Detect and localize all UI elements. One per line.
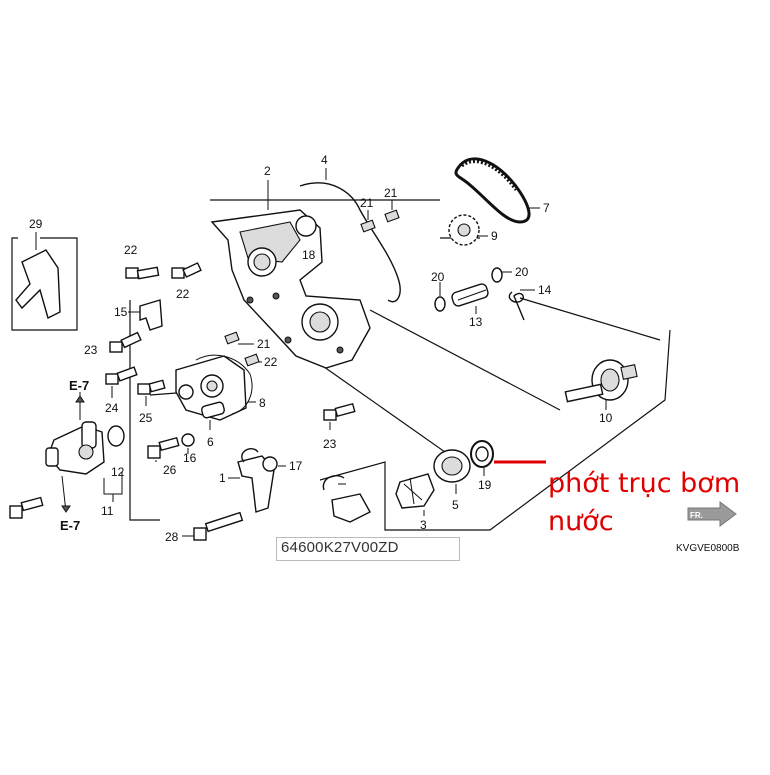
bolt-26: 28 [165,511,244,544]
reference-e7-top: E-7 [69,378,89,393]
bolt-left [9,496,44,519]
callout-10: 10 [599,411,613,425]
callout-16: 16 [183,451,197,465]
clip-14: 14 [508,283,552,321]
gasket-4: 4 [299,153,401,303]
callout-23-a: 23 [84,343,98,357]
callout-12: 12 [111,465,125,479]
callout-22-b: 22 [176,287,190,301]
callout-19: 19 [478,478,492,492]
hose-joint-11: 12 11 [45,421,125,518]
bracket-15: 15 [114,299,163,331]
callout-9: 9 [491,229,498,243]
callout-13: 13 [469,315,483,329]
main-housing-2: 2 [210,164,371,369]
callout-3: 3 [420,518,427,532]
callout-21-c: 21 [257,337,271,351]
callout-20-a: 20 [431,270,445,284]
bolt-22-b: 22 [171,262,202,301]
impeller-3: 3 [395,473,435,532]
bolt-22-a: 22 [124,243,160,280]
diagram-code: KVGVE0800B [676,543,740,554]
sensor-28 [322,474,371,523]
pump-cover-8: 8 [175,354,266,421]
washer-16: 16 [181,433,197,465]
bracket-1: 1 17 [219,448,303,513]
callout-20-b: 20 [515,265,529,279]
bolts: 22 22 23 23 24 25 [9,243,356,544]
callout-22-a: 22 [124,243,138,257]
callout-4: 4 [321,153,328,167]
callout-5: 5 [452,498,459,512]
callout-21-d: 22 [264,355,278,369]
callout-18: 18 [302,248,316,262]
callout-7: 7 [543,201,550,215]
callout-29: 29 [29,217,43,231]
callout-6: 6 [207,435,214,449]
callout-15: 15 [114,305,128,319]
shaft-13: 20 20 13 [431,265,529,329]
part-number-label: 64600K27V00ZD [281,539,399,556]
callout-17: 17 [289,459,303,473]
bolt-22-c: 23 [323,402,356,451]
bolt-25: 26 [147,436,180,477]
callout-14: 14 [538,283,552,297]
callout-23-b: 24 [105,401,119,415]
impeller-shaft-10: 10 [564,359,638,425]
bracket-29 [15,249,61,320]
callout-26: 28 [165,530,179,544]
callout-11: 11 [101,504,114,518]
caption-line-2: nước [548,506,614,537]
callout-2: 2 [264,164,271,178]
callout-22-c: 23 [323,437,337,451]
pin-6: 6 [201,401,225,449]
part-number-box [276,537,460,561]
callout-8: 8 [259,396,266,410]
sprocket-9: 9 [448,214,498,246]
seal-5: 5 [433,449,471,512]
e7-references: E-7 E-7 [60,378,89,533]
chain-7: 7 [454,157,550,224]
bolt-23-b: 24 [105,366,138,415]
front-direction-arrow-icon: FR. [687,501,737,527]
reference-e7-bottom: E-7 [60,518,80,533]
callout-21-b: 21 [384,186,398,200]
callout-24: 25 [139,411,153,425]
bolt-24: 25 [137,379,166,425]
front-direction-label: FR. [690,511,703,520]
dowel-pins: 21 21 21 22 [224,186,400,369]
callout-1: 1 [219,471,226,485]
seal-caption: phớt trục bơm nước [548,465,760,547]
callout-21-a: 21 [360,196,374,210]
bolt-23-a: 23 [84,331,142,357]
caption-line-1: phớt trục bơm [548,468,741,499]
oil-seal-19: 19 [470,440,494,492]
bracket-29-group: 29 [11,217,78,331]
callout-25: 26 [163,463,177,477]
